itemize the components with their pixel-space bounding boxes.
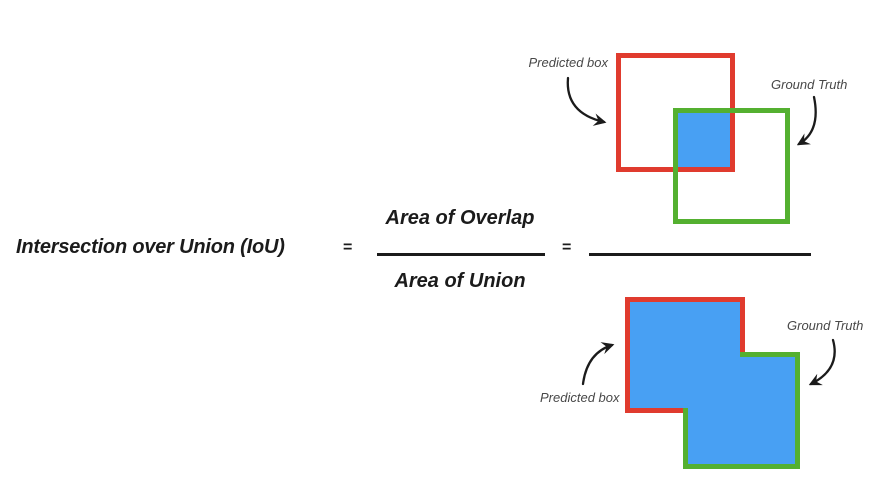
union-ground-truth-box-outline (683, 352, 800, 469)
overlap-diagram (566, 53, 817, 224)
equation-title: Intersection over Union (IoU) (16, 236, 285, 258)
fraction-numerator: Area of Overlap (385, 207, 535, 229)
arrow-predicted-box-bottom (581, 342, 615, 386)
overlap-intersection-fill (678, 113, 730, 167)
union-diagram (581, 297, 836, 469)
arrow-predicted-box-top (566, 76, 607, 126)
union-predicted-box-label: Predicted box (540, 390, 620, 405)
equals-sign-2: = (562, 239, 572, 256)
union-area-fill (630, 302, 795, 464)
result-blank-line (589, 253, 811, 256)
union-ground-truth-label: Ground Truth (787, 318, 864, 333)
arrow-ground-truth-bottom (808, 338, 836, 386)
overlap-ground-truth-box-outline (673, 108, 790, 224)
arrow-ground-truth-top (796, 95, 817, 146)
equals-sign-1: = (343, 239, 353, 256)
fraction-denominator: Area of Union (394, 270, 526, 292)
overlap-predicted-box-label: Predicted box (528, 55, 609, 70)
overlap-ground-truth-label: Ground Truth (771, 77, 848, 92)
iou-fraction: Area of Overlap Area of Union (370, 204, 550, 296)
fraction-bar (377, 253, 545, 256)
